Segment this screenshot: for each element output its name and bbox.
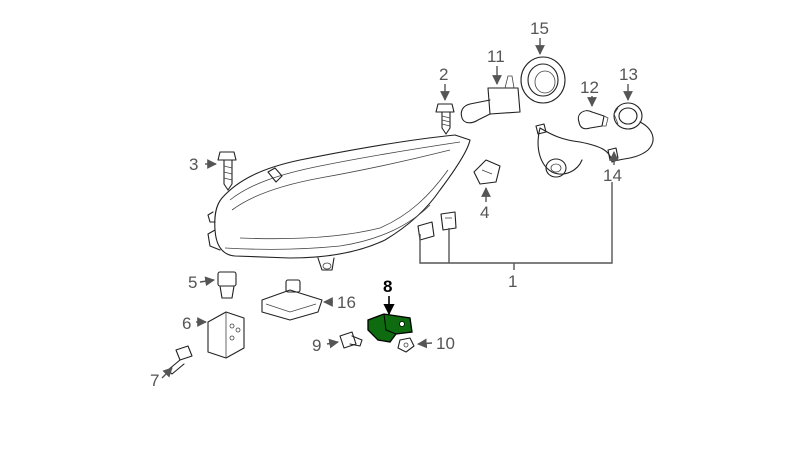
part-9-bolt[interactable] [339,331,363,349]
part-14-wiring-harness[interactable] [535,121,654,178]
callout-4: 4 [480,203,489,222]
part-4-clip-b[interactable] [440,211,457,231]
part-10-nut[interactable] [397,337,415,353]
callout-10: 10 [436,334,455,353]
part-13-socket[interactable] [613,102,643,130]
leader-lines [161,38,633,379]
callout-9: 9 [312,336,321,355]
callout-7: 7 [150,371,159,390]
callout-3: 3 [189,155,198,174]
callout-12: 12 [580,78,599,97]
callout-2: 2 [439,65,448,84]
callout-14: 14 [603,166,622,185]
part-3-screw[interactable] [217,151,237,191]
part-16-ballast[interactable] [261,279,323,321]
callout-5: 5 [188,273,197,292]
part-12-bulb[interactable] [577,110,609,130]
callout-15: 15 [530,19,549,38]
part-8-bracket[interactable] [367,313,413,343]
callout-13: 13 [619,65,638,84]
callout-8: 8 [383,277,392,296]
callout-labels: 1 2 3 4 5 6 7 8 9 10 11 12 13 14 15 16 [150,19,638,390]
part-7-bolt[interactable] [167,345,193,375]
part-6-module[interactable] [207,311,245,359]
callout-11: 11 [487,47,505,66]
part-11-bulb[interactable] [460,75,521,124]
callout-6: 6 [182,314,191,333]
callout-1: 1 [508,272,517,291]
part-15-cover-cap[interactable] [520,56,566,104]
part-4-clip[interactable] [473,159,501,185]
part-5-cap[interactable] [217,271,237,299]
callout-16: 16 [337,293,356,312]
part-2-screw[interactable] [435,103,455,135]
headlamp-housing[interactable] [207,134,471,271]
